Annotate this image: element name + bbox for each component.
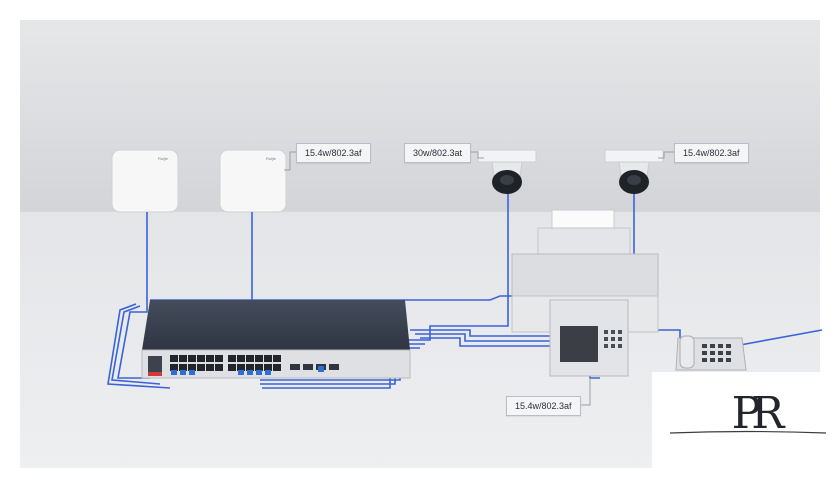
cable-ap-left [117, 212, 150, 379]
desk-phone [675, 335, 747, 371]
switch-console-port [148, 356, 162, 372]
access-point-right: Ruijie [219, 149, 287, 213]
poe-switch [141, 300, 411, 379]
access-point-left: Ruijie [111, 149, 179, 213]
logo-underline [669, 430, 827, 434]
label-leaders [284, 151, 674, 406]
camera-right-power-label: 15.4w/802.3af [674, 143, 749, 163]
terminal-screen [560, 326, 598, 362]
switch-sfp-ports [290, 364, 339, 372]
switch-plugged-connectors [171, 370, 271, 375]
brand-logo: PR [731, 388, 785, 439]
camera-left-power-label: 30w/802.3at [404, 143, 472, 163]
cable-camera-left [260, 194, 509, 381]
dome-camera-right [604, 149, 664, 194]
dome-camera-left [477, 149, 537, 194]
ap-right-brand: Ruijie [266, 156, 277, 161]
phone-power-label: 15.4w/802.3af [506, 396, 581, 416]
switch-power-indicator [148, 372, 162, 376]
printer [511, 209, 659, 333]
switch-port-block-1 [170, 355, 223, 371]
ap-left-brand: Ruijie [158, 156, 169, 161]
ip-phone-terminal [549, 299, 629, 377]
logo-panel [652, 372, 840, 488]
switch-port-block-2 [228, 355, 281, 371]
ap-power-label: 15.4w/802.3af [296, 143, 371, 163]
